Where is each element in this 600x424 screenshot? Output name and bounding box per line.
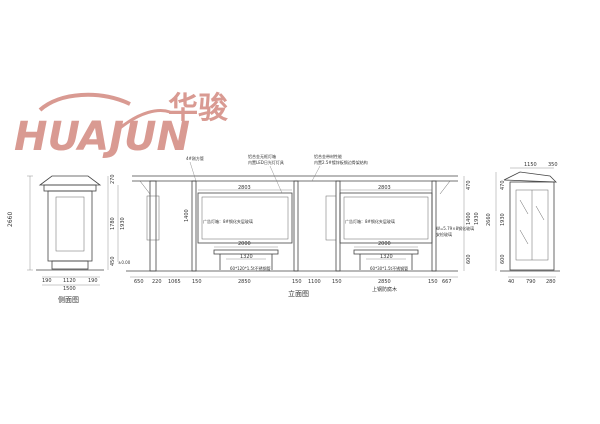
side-dim-bottom-1: 190 <box>42 278 52 284</box>
side-dim-bottom-3: 190 <box>88 278 98 284</box>
side-note-safety: 安检玻璃 <box>436 231 452 237</box>
bench-right-note: 60*30*1.5t不锈钢管 <box>370 265 408 271</box>
logo-leaf-icon <box>119 109 171 130</box>
right-dim-b1: 40 <box>508 279 514 285</box>
brand-logo: 华骏 HUAJUN <box>14 91 228 160</box>
side-dim-bottom-total: 1500 <box>63 286 76 292</box>
right-dim-r1: 470 <box>500 180 506 190</box>
right-dim-r3: 600 <box>500 254 506 264</box>
front-dim-b11: 667 <box>442 279 452 285</box>
front-dim-b9: 2850 <box>378 279 391 285</box>
front-dim-b4: 150 <box>192 279 202 285</box>
side-dim-right-3: 1930 <box>120 217 126 230</box>
bench-right-seat <box>353 249 419 255</box>
note-frame: 内置2.5#镀锌板钢边骨架结构 <box>314 159 368 165</box>
front-post-3 <box>293 180 299 272</box>
bench-left-note: 60*120*1.5t不锈钢管 <box>230 265 271 271</box>
note-lightbox: 铝合金无框灯箱 <box>248 153 276 159</box>
ad-panel-left-text: 广告灯箱：8#钢化夹层玻璃 <box>203 218 253 224</box>
side-dim-bottom-2: 1120 <box>63 278 76 284</box>
front-side-column-mid <box>325 195 337 241</box>
logo-swoosh-icon <box>38 92 131 112</box>
panel-width-right: 2803 <box>378 185 391 191</box>
right-view: 1150 350 2660 470 1930 600 40 790 280 <box>486 162 560 285</box>
ad-panel-left <box>197 192 293 244</box>
front-post-2 <box>191 180 197 272</box>
side-view: 2660 270 1780 1930 450 190 1120 190 1500… <box>7 174 126 304</box>
ground-level: ±0.00 <box>118 260 131 265</box>
bench-right-width: 2000 <box>378 241 391 247</box>
side-panel <box>55 196 85 252</box>
note-aluminum: 铝合金带材性能 <box>314 153 342 159</box>
right-dim-left: 2660 <box>486 213 492 226</box>
right-dim-b3: 280 <box>546 279 556 285</box>
side-note-glass: W=5.79×8钢化玻璃 <box>436 225 474 231</box>
right-dim-top-1: 1150 <box>524 162 537 168</box>
side-canopy-band <box>43 184 97 192</box>
front-dim-right-1: 470 <box>466 180 472 190</box>
right-body <box>509 181 555 271</box>
front-dim-b2: 220 <box>152 279 162 285</box>
foot-note: 上钢防腐木 <box>372 286 397 293</box>
bench-left-sub: 1320 <box>240 254 253 260</box>
front-dim-b6: 150 <box>292 279 302 285</box>
side-dim-right-1: 270 <box>110 174 116 184</box>
side-dim-left: 2660 <box>7 212 14 227</box>
side-view-caption: 侧面图 <box>58 295 79 304</box>
side-canopy <box>38 175 102 186</box>
front-dim-right-4: 600 <box>466 254 472 264</box>
panel-height: 1400 <box>184 209 190 222</box>
front-dim-right-2: 1400 <box>466 212 472 225</box>
front-dim-b7: 1100 <box>308 279 321 285</box>
bench-left-width: 2000 <box>238 241 251 247</box>
front-side-column-left <box>146 195 160 241</box>
right-dim-r2: 1930 <box>500 213 506 226</box>
panel-width-left: 2803 <box>238 185 251 191</box>
front-dim-b3: 1065 <box>168 279 181 285</box>
note-steel-tube: 4#刚方管 <box>186 155 204 161</box>
note-led: 内置LED日光灯灯具 <box>248 159 284 165</box>
logo-latin: HUAJUN <box>14 114 190 160</box>
bench-right-sub: 1320 <box>380 254 393 260</box>
side-body <box>47 190 93 262</box>
side-dim-right-4: 450 <box>110 256 116 266</box>
right-canopy <box>503 171 558 183</box>
front-post-4 <box>335 180 341 272</box>
right-dim-b2: 790 <box>526 279 536 285</box>
front-dim-b1: 650 <box>134 279 144 285</box>
side-base <box>51 260 89 270</box>
ad-panel-right <box>339 192 433 244</box>
bench-left-seat <box>213 249 279 255</box>
front-dim-right-3: 1930 <box>474 212 480 225</box>
front-view: 广告灯箱：8#钢化夹层玻璃 广告灯箱：8#钢化夹层玻璃 2803 2803 14… <box>118 153 480 298</box>
side-dim-right-2: 1780 <box>110 217 116 230</box>
front-dim-b8: 150 <box>332 279 342 285</box>
front-dim-b10: 150 <box>428 279 438 285</box>
front-post-1 <box>149 180 157 272</box>
right-dim-top-2: 350 <box>548 162 558 168</box>
logo-chinese: 华骏 <box>168 91 228 126</box>
ad-panel-right-text: 广告灯箱：8#钢化夹层玻璃 <box>345 218 395 224</box>
front-dim-b5: 2850 <box>238 279 251 285</box>
front-view-caption: 立面图 <box>288 289 309 298</box>
